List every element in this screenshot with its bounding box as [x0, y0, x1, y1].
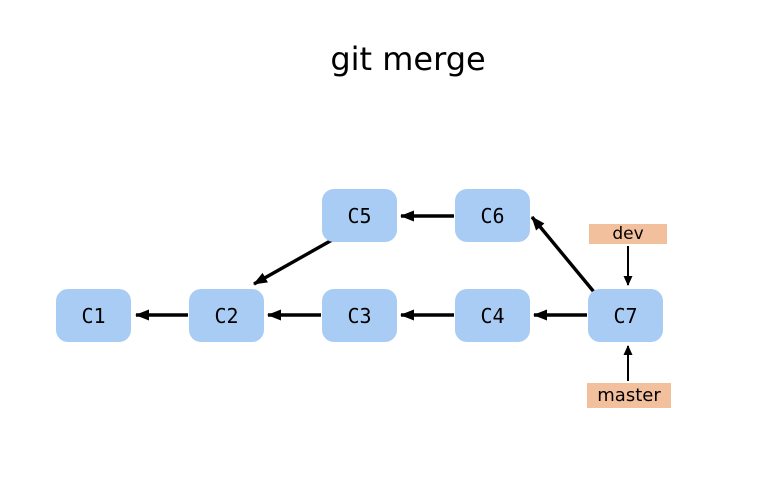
- commit-label-c4: C4: [480, 303, 505, 328]
- branch-label-master: master: [587, 383, 671, 408]
- branch-label-dev: dev: [589, 224, 667, 244]
- commit-node-c3: C3: [322, 289, 397, 342]
- commit-label-c6: C6: [480, 203, 505, 228]
- commit-node-c1: C1: [56, 289, 131, 342]
- edge-c7-to-c6: [530, 215, 596, 294]
- commit-label-c1: C1: [81, 303, 106, 328]
- commit-label-c2: C2: [214, 303, 239, 328]
- commit-label-c5: C5: [347, 203, 372, 228]
- commit-label-c3: C3: [347, 303, 372, 328]
- branch-name-dev: dev: [612, 224, 644, 244]
- commit-node-c2: C2: [189, 289, 264, 342]
- diagram-title: git merge: [330, 40, 486, 78]
- commit-node-c7: C7: [588, 289, 663, 342]
- commit-label-c7: C7: [613, 303, 638, 328]
- edge-c5-to-c2: [253, 238, 333, 286]
- branch-name-master: master: [597, 385, 661, 406]
- commit-node-c5: C5: [322, 189, 397, 242]
- commit-node-c6: C6: [455, 189, 530, 242]
- commit-node-c4: C4: [455, 289, 530, 342]
